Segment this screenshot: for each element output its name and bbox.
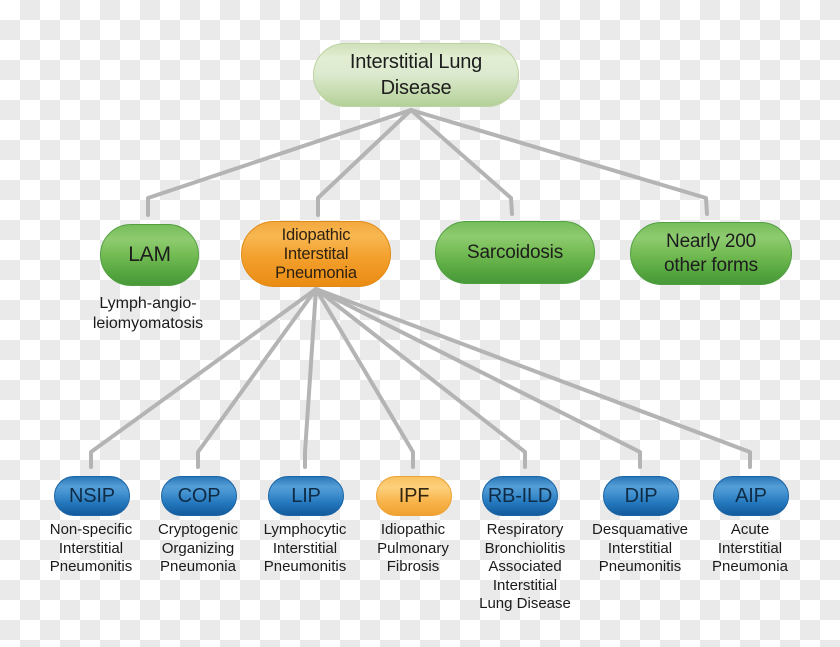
node-interstitial-lung-disease: Interstitial Lung Disease [313, 43, 519, 107]
connector-iip-dip [314, 287, 642, 469]
node-lip: LIP [268, 476, 344, 516]
label-rbild-full: Respiratory Bronchiolitis Associated Int… [479, 521, 571, 612]
connector-iip-ipf [314, 287, 415, 469]
node-nsip: NSIP [54, 476, 130, 516]
label-aip-full: Acute Interstitial Pneumonia [712, 521, 788, 575]
connector-root-sarcoidosis [409, 108, 514, 216]
label-dip-full: Desquamative Interstitial Pneumonitis [592, 521, 688, 575]
connector-iip-aip [314, 287, 752, 469]
node-sarcoidosis: Sarcoidosis [435, 221, 595, 284]
node-idiopathic-interstitial-pneumonia: Idiopathic Interstital Pneumonia [241, 221, 391, 287]
node-aip: AIP [713, 476, 789, 516]
connector-root-lam [146, 108, 413, 217]
label-lam-full: Lymph-angio- leiomyomatosis [92, 295, 204, 332]
connector-iip-lip [303, 287, 318, 469]
connector-root-iip [316, 108, 413, 217]
connector-root-other-forms [409, 108, 709, 216]
node-nearly-200-other-forms: Nearly 200 other forms [630, 222, 792, 285]
node-rbild: RB-ILD [482, 476, 558, 516]
label-lip-full: Lymphocytic Interstitial Pneumonitis [263, 521, 347, 575]
node-ipf: IPF [376, 476, 452, 516]
label-ipf-full: Idiopathic Pulmonary Fibrosis [377, 521, 449, 575]
connector-iip-rbild [314, 287, 527, 469]
node-lam: LAM [100, 224, 199, 286]
node-cop: COP [161, 476, 237, 516]
node-dip: DIP [603, 476, 679, 516]
label-nsip-full: Non-specific Interstitial Pneumonitis [49, 521, 133, 575]
label-cop-full: Cryptogenic Organizing Pneumonia [157, 521, 239, 575]
